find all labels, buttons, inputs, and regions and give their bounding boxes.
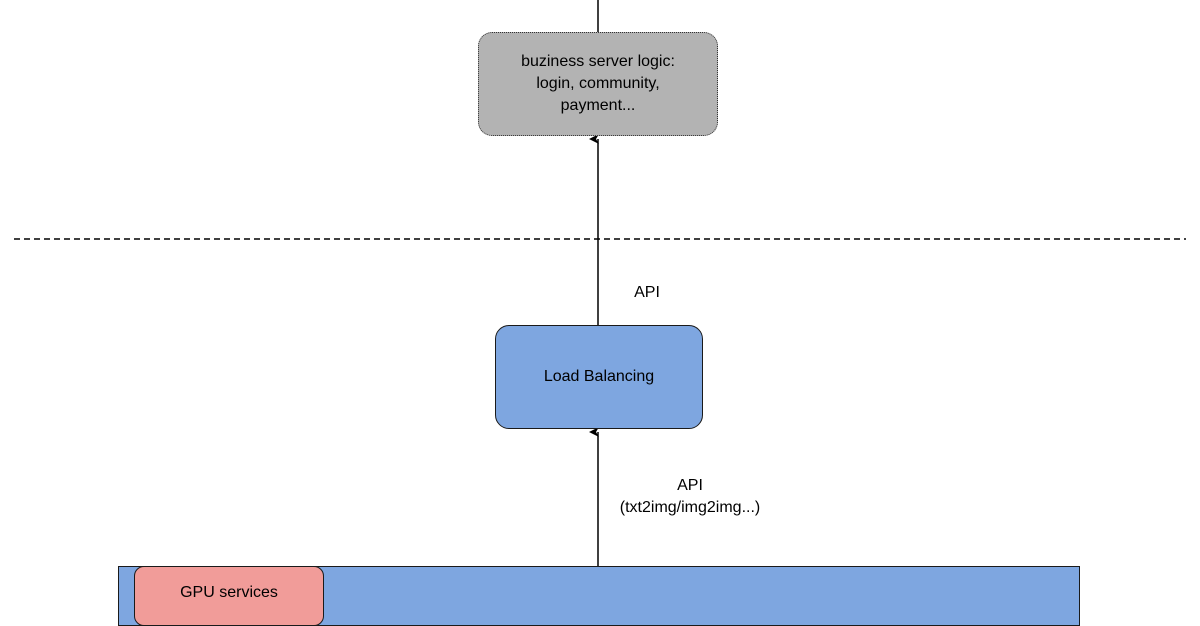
business-logic-label: buziness server logic: login, community,…	[521, 53, 675, 114]
gpu-services-label: GPU services	[180, 584, 278, 601]
architecture-diagram: buziness server logic: login, community,…	[14, 0, 1186, 626]
connectors-layer	[14, 0, 1186, 566]
load-balancing-node[interactable]: Load Balancing	[495, 325, 703, 429]
business-logic-node[interactable]: buziness server logic: login, community,…	[478, 32, 718, 136]
edge-label-api: API	[634, 284, 660, 301]
load-balancing-label: Load Balancing	[543, 368, 655, 385]
gpu-services-node[interactable]: GPU services	[134, 566, 324, 626]
edge-label-api-txt2img: API (txt2img/img2img...)	[619, 477, 761, 516]
